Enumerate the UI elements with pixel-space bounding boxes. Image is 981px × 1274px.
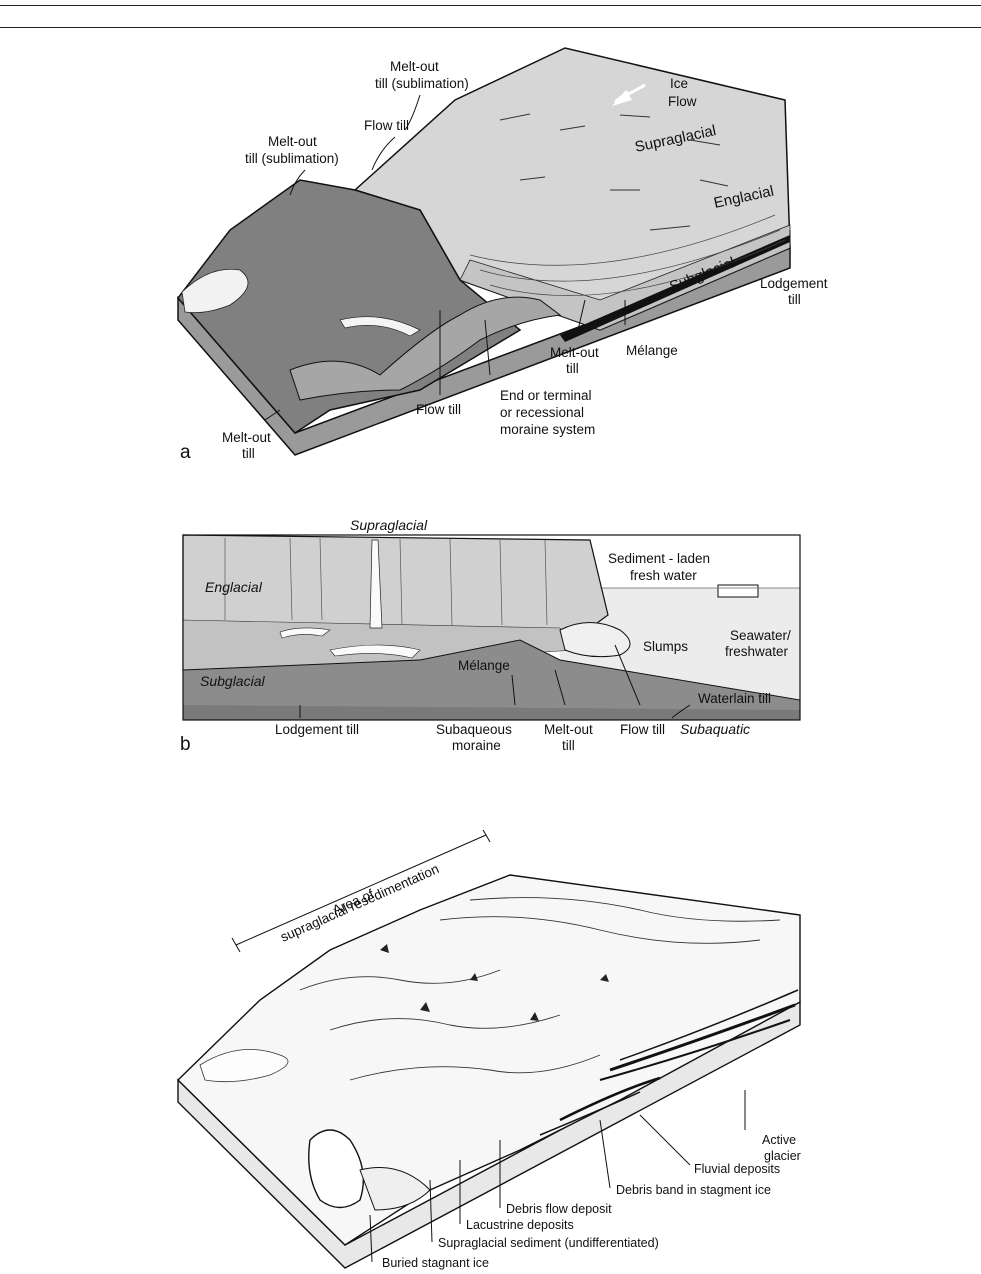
label-end-moraine-2: or recessional: [500, 405, 584, 420]
vertical-crevasse: [369, 539, 383, 629]
label-subaqueous-1: Subaqueous: [436, 722, 512, 737]
label-end-moraine-3: moraine system: [500, 422, 595, 437]
subglacial-conduit: [329, 644, 421, 659]
panel-a-leaders: [264, 94, 791, 421]
slump-deposits: [559, 622, 631, 658]
label-subaquatic: Subaquatic: [680, 721, 750, 737]
bed-base: [183, 705, 800, 720]
label-fluvial: Fluvial deposits: [694, 1162, 780, 1176]
panel-b-cross-section: Supraglacial Englacial Subglacial Sedime…: [180, 517, 801, 755]
cross-section-frame: [182, 534, 801, 721]
panel-b-letter: b: [180, 734, 191, 755]
label-waterlain: Waterlain till: [698, 691, 771, 706]
label-melt-out-left-2: till (sublimation): [245, 151, 339, 166]
label-melt-out-till-1: Melt-out: [550, 345, 599, 360]
label-lodgement-2: till: [788, 292, 801, 307]
resedimentation-extent-arrow: [231, 830, 491, 953]
englacial-conduits: [279, 627, 331, 639]
supraglacial-ridges: [299, 897, 781, 1081]
label-flow: Flow: [668, 94, 697, 109]
label-slumps: Slumps: [643, 639, 688, 654]
ice-flow-arrow-head: [612, 90, 632, 106]
label-melange-a: Mélange: [626, 343, 678, 358]
panel-b-leaders: [299, 644, 691, 719]
floating-ice-block: [717, 584, 759, 598]
label-subaqueous-2: moraine: [452, 738, 501, 753]
outwash-channel: [181, 268, 249, 314]
label-active-1: Active: [762, 1133, 796, 1147]
surface-crevasses: [499, 113, 729, 231]
panel-a-block-diagram: Melt-out till (sublimation) Flow till Me…: [177, 47, 828, 463]
label-melt-out-top-2: till (sublimation): [375, 76, 469, 91]
header-rule: [0, 27, 981, 28]
end-moraine-ridge: [289, 296, 562, 401]
label-sediment-laden-2: fresh water: [630, 568, 697, 583]
label-subglacial-b: Subglacial: [200, 673, 265, 689]
panel-c-block-diagram: Area of supraglacial resedimentation Act…: [177, 830, 801, 1270]
label-supraglacial-b: Supraglacial: [350, 517, 428, 533]
label-flowtill-b: Flow till: [620, 722, 665, 737]
label-melt-out-till-2: till: [566, 361, 579, 376]
label-ice: Ice: [670, 76, 688, 91]
stratification-lines: [469, 214, 786, 296]
glacier-debris-bands: [539, 989, 799, 1136]
panel-c-leaders: [369, 1090, 746, 1263]
label-buried-ice: Buried stagnant ice: [382, 1256, 489, 1270]
label-flow-till-top: Flow till: [364, 118, 409, 133]
label-melange-b: Mélange: [458, 658, 510, 673]
panel-a-letter: a: [180, 442, 191, 463]
label-sediment-laden-1: Sediment - laden: [608, 551, 710, 566]
label-end-moraine-1: End or terminal: [500, 388, 592, 403]
label-supraglacial-sed: Supraglacial sediment (undifferentiated): [438, 1236, 659, 1250]
label-melt-out-left-1: Melt-out: [268, 134, 317, 149]
label-melt-out-top-1: Melt-out: [390, 59, 439, 74]
label-meltout-b-1: Melt-out: [544, 722, 593, 737]
label-lodgement-1: Lodgement: [760, 276, 828, 291]
meltwater-channel: [339, 316, 421, 337]
label-seawater-2: freshwater: [725, 644, 789, 659]
dark-debris-patches: [380, 944, 609, 1021]
top-rule: [0, 5, 981, 6]
fluvial-channel: [199, 1049, 289, 1083]
label-flow-till-bottom: Flow till: [416, 402, 461, 417]
label-lodgement-b: Lodgement till: [275, 722, 359, 737]
label-debris-flow: Debris flow deposit: [506, 1202, 612, 1216]
ice-fractures: [224, 537, 548, 626]
label-seawater-1: Seawater/: [730, 628, 791, 643]
label-englacial-b: Englacial: [205, 579, 263, 595]
label-active-2: glacier: [764, 1149, 801, 1163]
label-debris-band: Debris band in stagment ice: [616, 1183, 771, 1197]
label-meltout-b-2: till: [562, 738, 575, 753]
label-melt-out-bottom-2: till: [242, 446, 255, 461]
label-lacustrine: Lacustrine deposits: [466, 1218, 574, 1232]
label-melt-out-bottom-1: Melt-out: [222, 430, 271, 445]
buried-stagnant-ice: [308, 1129, 365, 1209]
